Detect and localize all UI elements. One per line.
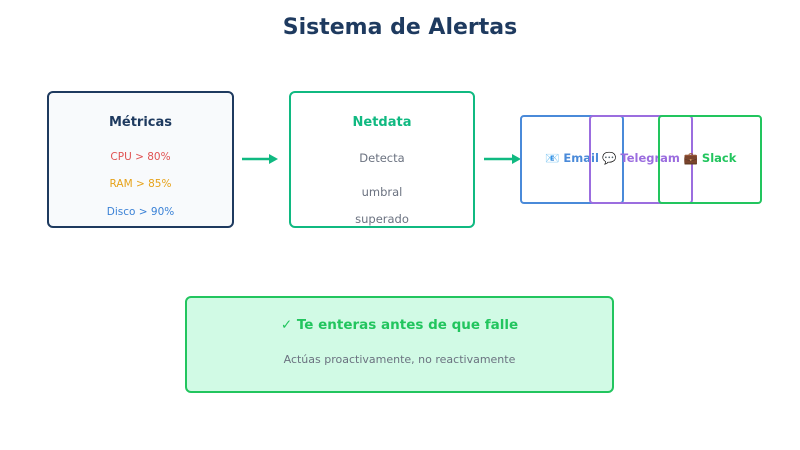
metric-disk: Disco > 90% [106, 206, 175, 218]
metrics-heading: Métricas [108, 115, 173, 130]
netdata-line-3: superado [355, 212, 409, 226]
channel-email-label: 📧 Email [545, 151, 599, 165]
result-subtext: Actúas proactivamente, no reactivamente [283, 353, 516, 366]
netdata-line-2: umbral [361, 185, 403, 199]
metrics-box: Métricas CPU > 80% RAM > 85% Disco > 90% [47, 91, 234, 228]
arrow-right-icon [242, 154, 278, 164]
channel-slack-label: 💼 Slack [683, 151, 737, 165]
channel-slack: 💼 Slack [658, 115, 762, 204]
netdata-box: Netdata Detecta umbral superado [289, 91, 475, 228]
arrow-right-icon [484, 154, 521, 164]
result-headline: ✓ Te enteras antes de que falle [280, 317, 519, 333]
channel-email: 📧 Email [520, 115, 624, 204]
metric-ram: RAM > 85% [109, 178, 172, 190]
channel-telegram: 💬 Telegram [589, 115, 693, 204]
metric-cpu: CPU > 80% [110, 151, 171, 163]
netdata-heading: Netdata [352, 115, 412, 130]
result-box: ✓ Te enteras antes de que falle Actúas p… [185, 296, 614, 393]
diagram-title: Sistema de Alertas [282, 15, 518, 40]
channel-telegram-label: 💬 Telegram [602, 151, 680, 165]
netdata-line-1: Detecta [359, 151, 405, 165]
